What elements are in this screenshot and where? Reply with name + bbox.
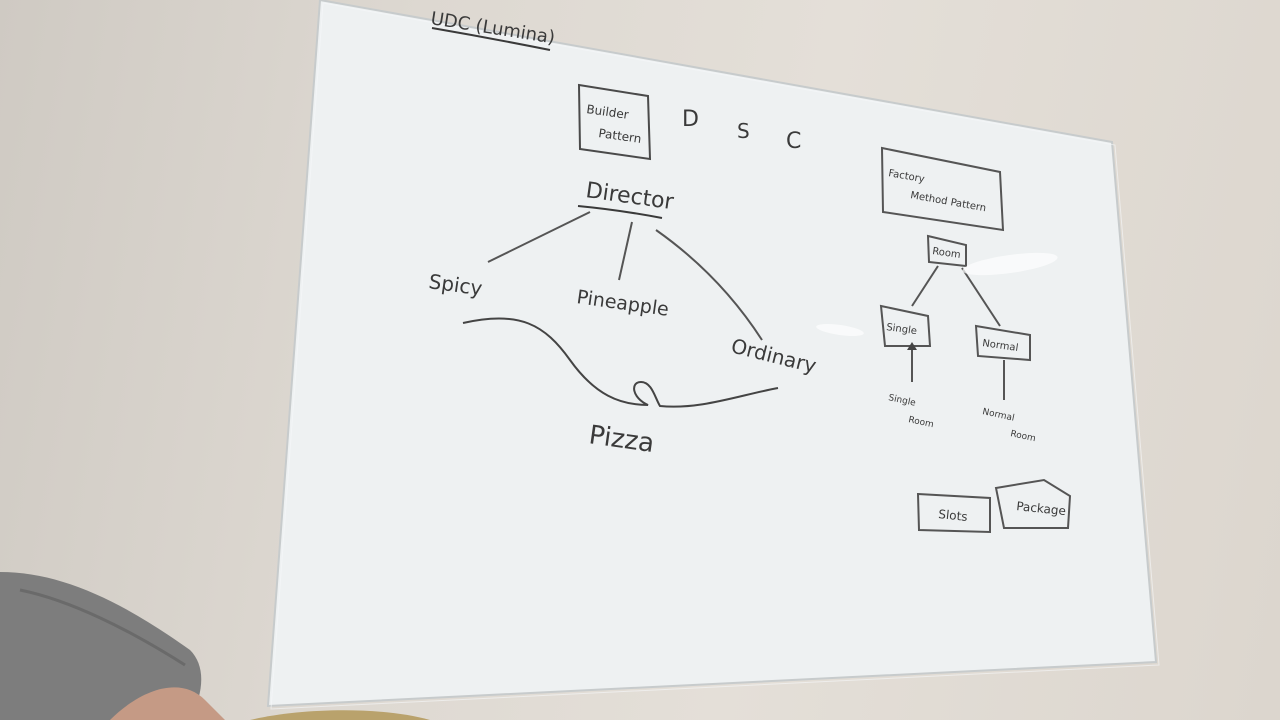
dsc-letters: D S C — [682, 107, 801, 154]
dsc-d: D — [682, 107, 699, 132]
builder-box-line1: Builder — [586, 102, 630, 122]
factory-child-single: Single — [886, 322, 918, 337]
dsc-s: S — [737, 119, 750, 143]
bottom-boxes: Slots Package — [916, 478, 1072, 534]
factory-root-label: Room — [932, 246, 962, 261]
person-arm — [0, 572, 430, 720]
box-package: Package — [1016, 499, 1067, 518]
dsc-c: C — [786, 129, 801, 154]
box-slots: Slots — [938, 507, 969, 524]
board-glare — [816, 252, 1058, 336]
builder-pattern-box: Builder Pattern — [577, 83, 652, 161]
factory-child-normal: Normal — [982, 338, 1019, 354]
builder-box-line2: Pattern — [598, 126, 643, 146]
whiteboard — [266, 0, 1160, 710]
